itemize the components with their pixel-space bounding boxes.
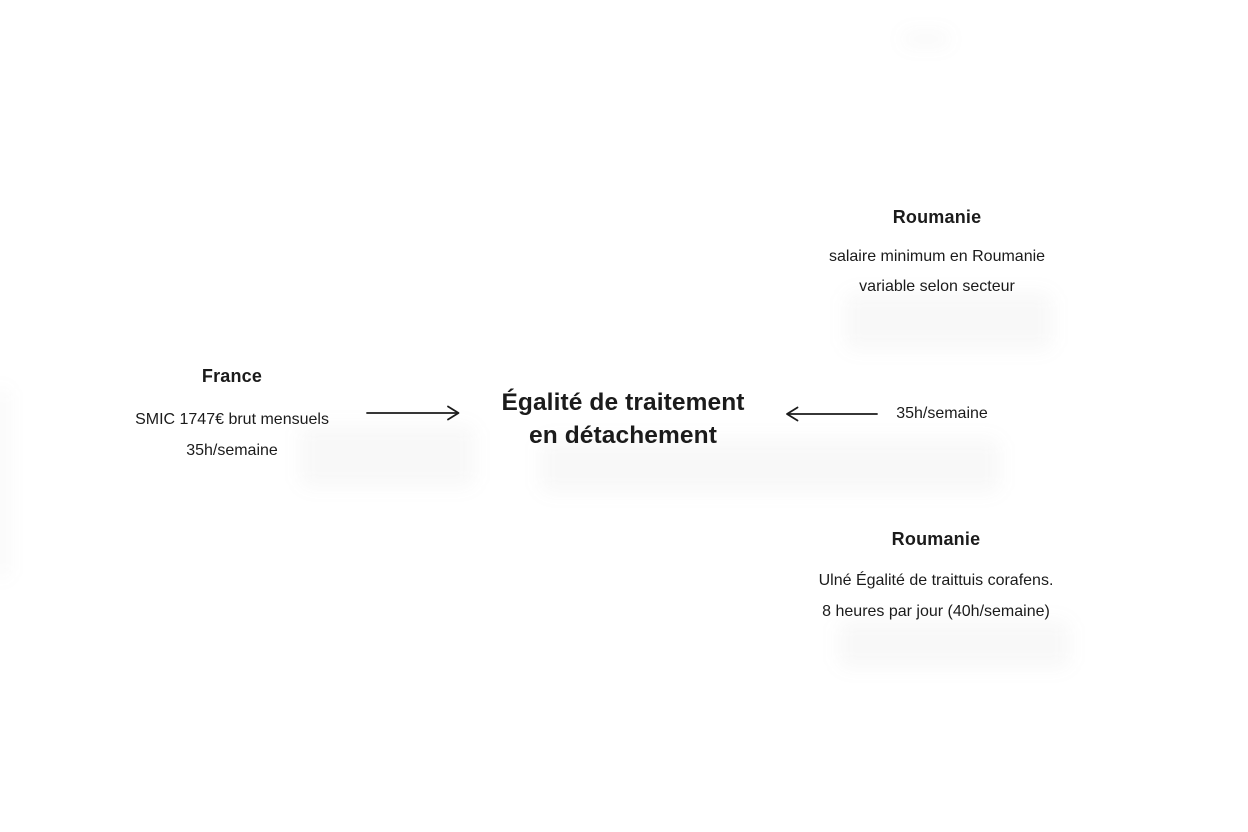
node-heading: Roumanie: [891, 529, 981, 549]
center-title: Égalité de traitement en détachement: [501, 386, 744, 452]
node-roumanie-top: Roumanie salaire minimum en Roumanie var…: [829, 205, 1045, 302]
ghost-artifact: [838, 620, 1070, 668]
arrow-label-35h: 35h/semaine: [896, 405, 988, 422]
node-line: salaire minimum en Roumanie: [828, 248, 1046, 265]
arrow-left-icon: [786, 406, 878, 422]
center-title-line1: Égalité de traitement: [501, 389, 745, 416]
node-line: variable selon secteur: [859, 278, 1015, 295]
node-line: Ulné Égalité de traittuis corafens.: [818, 572, 1054, 589]
node-heading: France: [201, 366, 263, 386]
node-line: 35h/semaine: [186, 442, 278, 459]
node-france: France SMIC 1747€ brut mensuels 35h/sema…: [135, 364, 329, 466]
ghost-artifact: [902, 32, 950, 46]
node-heading: Roumanie: [892, 207, 982, 227]
ghost-artifact: [0, 388, 8, 578]
arrow-right-icon: [366, 405, 460, 421]
node-line: SMIC 1747€ brut mensuels: [135, 411, 329, 428]
center-title-line2: en détachement: [529, 422, 717, 449]
node-roumanie-bottom: Roumanie Ulné Égalité de traittuis coraf…: [819, 527, 1054, 627]
node-line: 8 heures par jour (40h/semaine): [822, 603, 1050, 620]
